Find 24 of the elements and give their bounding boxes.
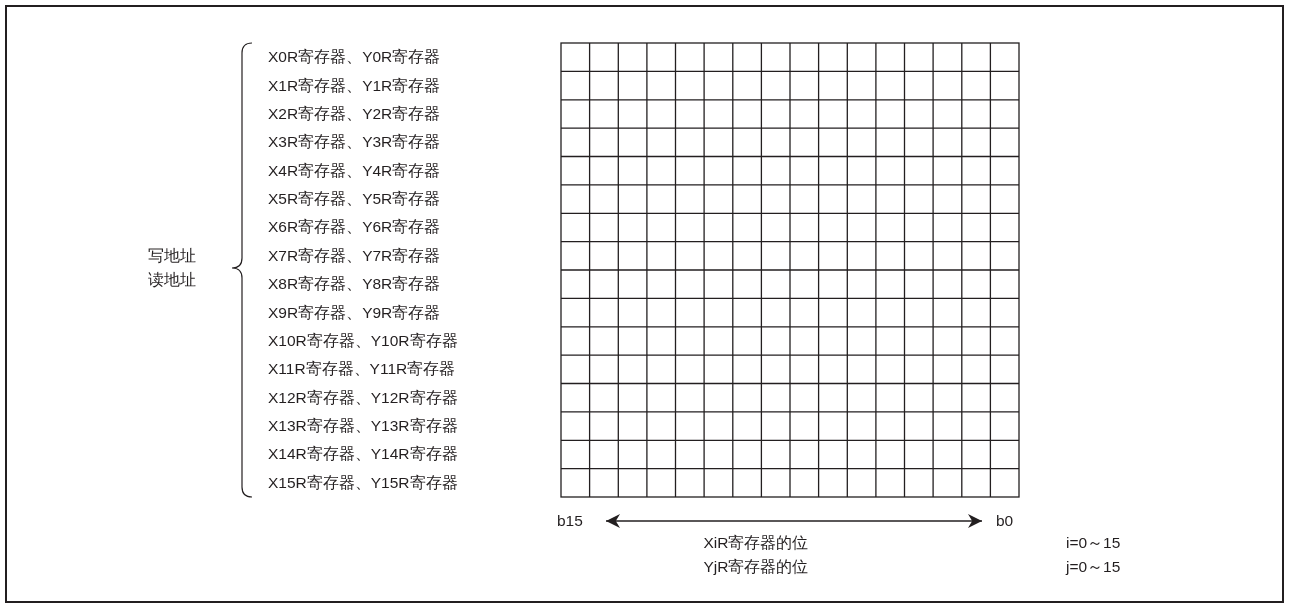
address-label: 写地址	[148, 247, 196, 265]
bit-label: b15	[557, 512, 583, 530]
register-name: X13R寄存器、Y13R寄存器	[268, 417, 458, 436]
register-name: X9R寄存器、Y9R寄存器	[268, 303, 441, 322]
index-range: j=0～15	[1066, 558, 1121, 576]
register-name: X5R寄存器、Y5R寄存器	[268, 190, 441, 209]
bit-label: b0	[996, 512, 1014, 530]
bit-caption: YjR寄存器的位	[703, 558, 809, 576]
register-name: X4R寄存器、Y4R寄存器	[268, 161, 441, 180]
register-name: X7R寄存器、Y7R寄存器	[268, 246, 441, 265]
register-name: X2R寄存器、Y2R寄存器	[268, 104, 441, 123]
register-name: X8R寄存器、Y8R寄存器	[268, 275, 441, 294]
register-name: X14R寄存器、Y14R寄存器	[268, 445, 458, 464]
register-name: X15R寄存器、Y15R寄存器	[268, 473, 458, 492]
register-name: X11R寄存器、Y11R寄存器	[268, 360, 456, 379]
register-name: X10R寄存器、Y10R寄存器	[268, 331, 458, 350]
bit-caption: XiR寄存器的位	[703, 534, 809, 552]
address-label: 读地址	[148, 271, 196, 289]
register-name: X1R寄存器、Y1R寄存器	[268, 76, 441, 95]
register-name: X6R寄存器、Y6R寄存器	[268, 218, 441, 237]
register-name: X12R寄存器、Y12R寄存器	[268, 388, 458, 407]
index-range: i=0～15	[1066, 534, 1121, 552]
register-name: X0R寄存器、Y0R寄存器	[268, 48, 441, 67]
register-name: X3R寄存器、Y3R寄存器	[268, 133, 441, 152]
